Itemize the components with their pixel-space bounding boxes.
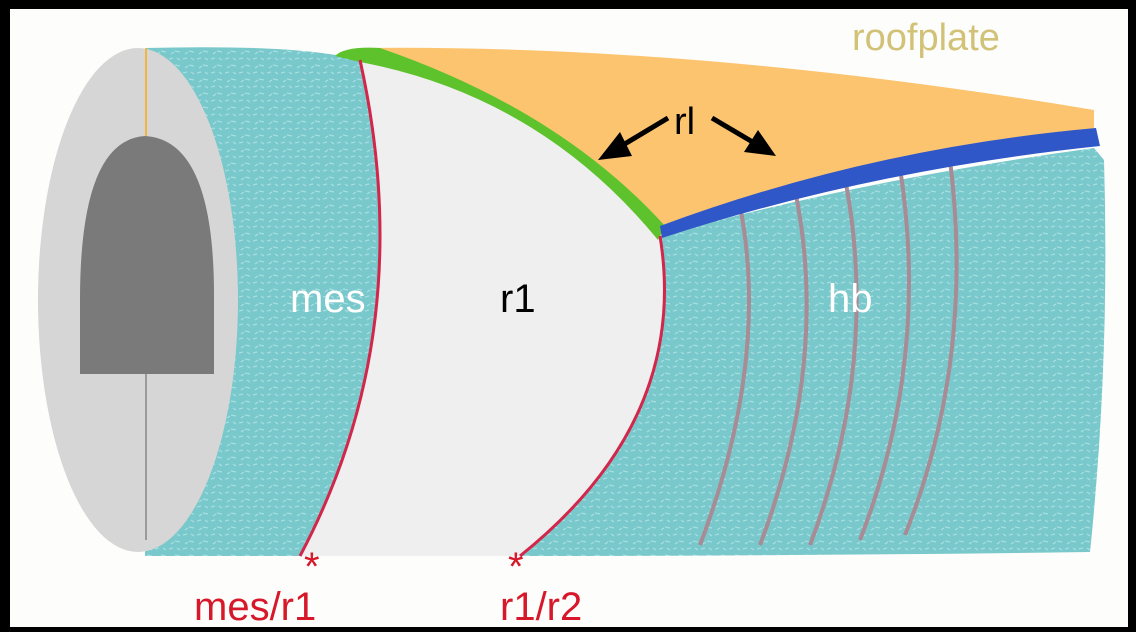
hb-label: hb <box>828 277 873 321</box>
asterisk-icon: * <box>508 545 524 589</box>
roofplate-label: roofplate <box>852 17 1000 59</box>
rl-label: rl <box>674 101 695 143</box>
asterisk-icon: * <box>304 545 320 589</box>
mes-label: mes <box>290 277 366 321</box>
r1-r2-label: r1/r2 <box>500 585 582 629</box>
r1-label: r1 <box>500 277 536 321</box>
mes-r1-label: mes/r1 <box>194 585 316 629</box>
